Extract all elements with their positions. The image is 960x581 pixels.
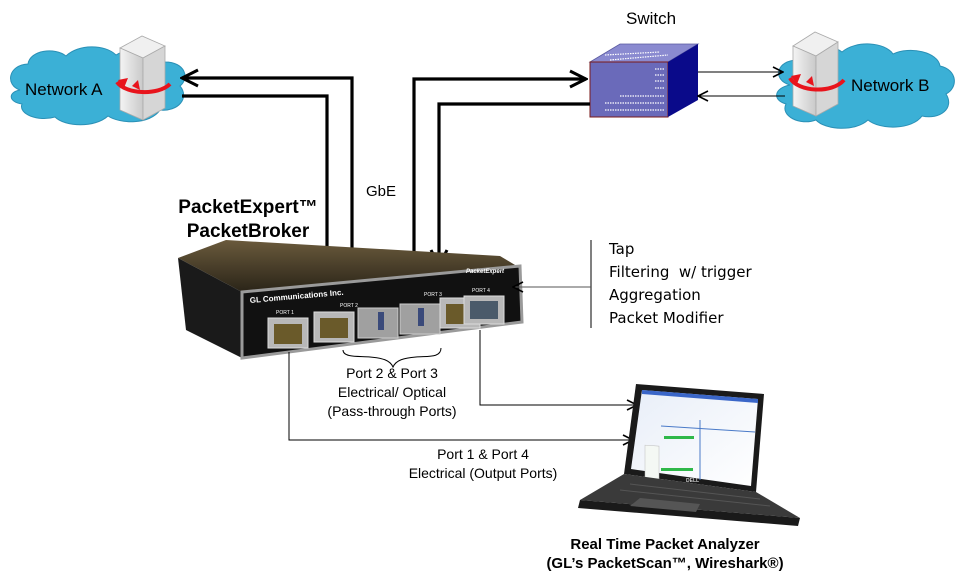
- port-3-label: PORT 3: [424, 292, 442, 298]
- device-title: PacketExpert™ PacketBroker: [168, 196, 328, 244]
- laptop-brand: DELL: [686, 478, 699, 484]
- network-a-to-device-link: [182, 94, 327, 276]
- port-4-label: PORT 4: [472, 288, 490, 294]
- note-line: Port 2 & Port 3: [346, 365, 438, 381]
- note-line: (Pass-through Ports): [327, 403, 457, 419]
- analyzer-title-line-2: (GL’s PacketScan™, Wireshark®): [546, 555, 784, 572]
- port-4: PORT 4: [463, 288, 505, 325]
- port-4-to-analyzer-link: [479, 330, 637, 405]
- network-b-cloud: [776, 31, 955, 129]
- port-1-to-analyzer-link: [288, 352, 633, 440]
- device-to-network-a-link: [182, 78, 354, 262]
- note-line: Port 1 & Port 4: [437, 446, 529, 462]
- pass-through-note: Port 2 & Port 3 Electrical/ Optical (Pas…: [312, 364, 472, 421]
- device-title-line-2: PacketBroker: [186, 221, 310, 242]
- sfp-port-2: [357, 307, 399, 339]
- network-b-label: Network B: [851, 76, 930, 95]
- port-2-label: PORT 2: [340, 303, 358, 309]
- port-1-label: PORT 1: [276, 310, 294, 316]
- network-a-label: Network A: [25, 80, 103, 99]
- device-to-switch-link: [412, 79, 586, 270]
- network-a-cloud: [10, 35, 186, 126]
- feature-item: Filtering w/ trigger: [609, 263, 752, 281]
- port-2: PORT 2: [313, 303, 358, 343]
- laptop-analyzer: DELL: [578, 384, 800, 526]
- device-model-text: PacketExpert: [466, 269, 505, 275]
- note-line: Electrical (Output Ports): [408, 465, 558, 481]
- sfp-port-3: [399, 303, 441, 335]
- feature-item: Aggregation: [609, 286, 701, 304]
- router-tower-icon: [115, 35, 172, 121]
- switch-label: Switch: [626, 9, 677, 28]
- feature-item: Tap: [609, 240, 635, 258]
- port-1: PORT 1: [267, 310, 309, 349]
- analyzer-title: Real Time Packet Analyzer (GL’s PacketSc…: [500, 535, 830, 573]
- router-tower-icon: [788, 31, 846, 117]
- gbe-label: GbE: [366, 183, 397, 200]
- packetbroker-device: GL Communications Inc. PacketExpert PORT…: [178, 240, 524, 360]
- device-title-line-1: PacketExpert™: [178, 197, 318, 218]
- switch-to-device-link: [439, 102, 590, 266]
- feature-item: Packet Modifier: [609, 309, 724, 327]
- switch-device: [588, 43, 700, 118]
- analyzer-title-line-1: Real Time Packet Analyzer: [570, 536, 760, 553]
- pass-through-brace: [342, 347, 442, 369]
- features-list: Tap Filtering w/ trigger Aggregation Pac…: [609, 238, 752, 330]
- note-line: Electrical/ Optical: [337, 384, 447, 400]
- output-note: Port 1 & Port 4 Electrical (Output Ports…: [398, 445, 568, 483]
